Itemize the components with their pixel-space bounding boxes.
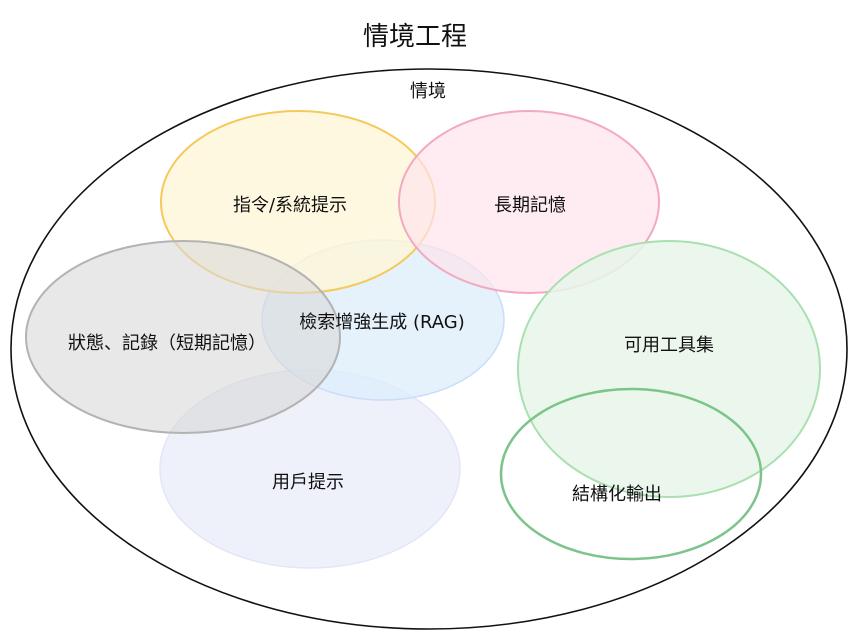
long-term-memory-ellipse	[398, 110, 660, 294]
structured-output-ellipse	[499, 387, 763, 561]
tools-label: 可用工具集	[624, 335, 714, 356]
rag-label: 檢索增強生成 (RAG)	[299, 312, 465, 333]
structured-output-label: 結構化輸出	[572, 484, 662, 505]
context-outer-label: 情境	[410, 81, 446, 102]
tools-ellipse	[517, 240, 821, 498]
state-history-ellipse	[25, 240, 341, 434]
user-prompt-label: 用戶提示	[272, 472, 344, 493]
instructions-label: 指令/系統提示	[233, 195, 347, 216]
state-history-label: 狀態、記錄（短期記憶）	[68, 333, 266, 354]
long-term-memory-label: 長期記憶	[494, 195, 566, 216]
diagram-title: 情境工程	[363, 22, 467, 52]
